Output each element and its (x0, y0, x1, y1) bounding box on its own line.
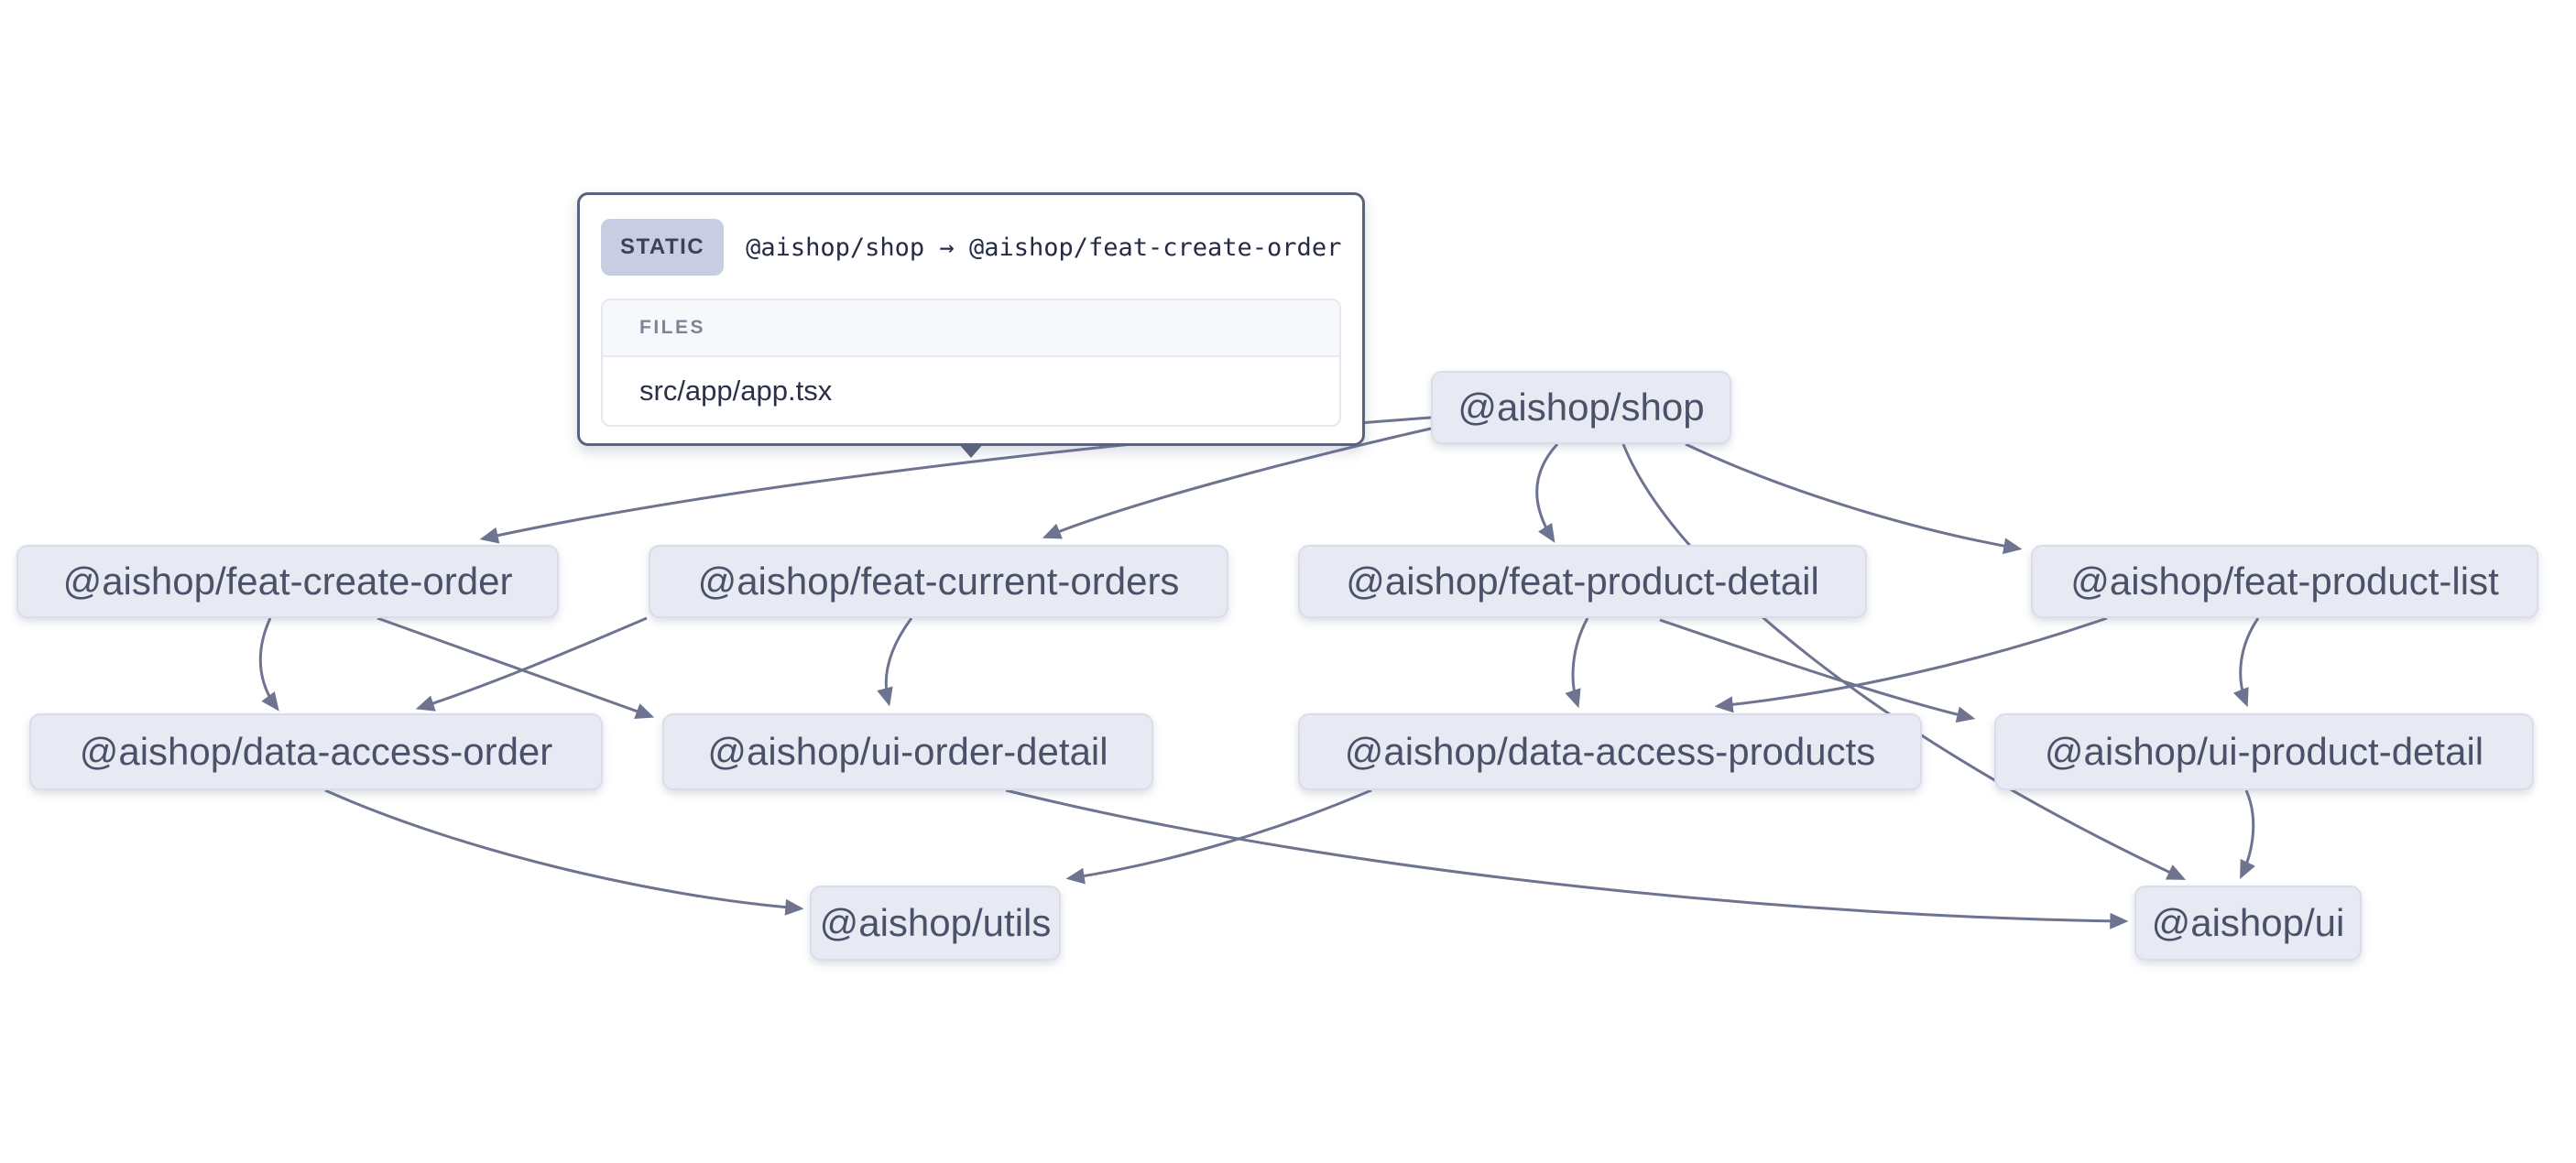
edge-shop-to-ui[interactable] (1621, 443, 2187, 880)
edge-ui-order-detail-to-ui[interactable] (1005, 788, 2129, 929)
node-utils[interactable]: @aishop/utils (810, 886, 1061, 961)
edge-feat-current-orders-to-data-access-order[interactable] (415, 616, 648, 712)
node-ui-order-detail[interactable]: @aishop/ui-order-detail (662, 713, 1153, 790)
node-data-access-products[interactable]: @aishop/data-access-products (1298, 713, 1922, 790)
edge-feat-product-list-to-data-access-products[interactable] (1714, 616, 2108, 713)
node-ui[interactable]: @aishop/ui (2134, 886, 2362, 961)
edge-feat-product-list-to-ui-product-detail[interactable] (2232, 617, 2260, 708)
edge-feat-current-orders-to-ui-order-detail[interactable] (877, 617, 913, 707)
node-ui-product-detail[interactable]: @aishop/ui-product-detail (1994, 713, 2534, 790)
files-panel-header: FILES (603, 300, 1339, 357)
edge-tooltip: STATIC @aishop/shop → @aishop/feat-creat… (577, 192, 1365, 458)
edge-feat-product-detail-to-ui-product-detail[interactable] (1659, 618, 1976, 723)
edge-shop-to-feat-current-orders[interactable] (1042, 427, 1432, 539)
node-feat-product-list[interactable]: @aishop/feat-product-list (2031, 545, 2538, 618)
node-feat-create-order[interactable]: @aishop/feat-create-order (16, 545, 559, 618)
edge-ui-product-detail-to-ui[interactable] (2240, 789, 2255, 880)
tooltip-caret-icon (958, 443, 984, 458)
edge-tooltip-header: STATIC @aishop/shop → @aishop/feat-creat… (601, 219, 1341, 276)
node-feat-current-orders[interactable]: @aishop/feat-current-orders (649, 545, 1228, 618)
node-feat-product-detail[interactable]: @aishop/feat-product-detail (1298, 545, 1867, 618)
edge-data-access-order-to-utils[interactable] (324, 788, 804, 916)
edge-shop-to-feat-product-list[interactable] (1685, 442, 2023, 555)
edge-relation-text: @aishop/shop → @aishop/feat-create-order (746, 233, 1342, 262)
edge-feat-product-detail-to-data-access-products[interactable] (1565, 617, 1589, 709)
edge-feat-create-order-to-data-access-order[interactable] (258, 617, 279, 712)
edge-type-badge: STATIC (601, 219, 725, 276)
node-shop[interactable]: @aishop/shop (1431, 371, 1731, 444)
edge-files-panel: FILES src/app/app.tsx (601, 299, 1341, 427)
edge-shop-to-feat-product-detail[interactable] (1535, 442, 1559, 543)
files-panel-row: src/app/app.tsx (639, 375, 833, 407)
node-data-access-order[interactable]: @aishop/data-access-order (29, 713, 603, 790)
edge-data-access-products-to-utils[interactable] (1065, 788, 1372, 885)
